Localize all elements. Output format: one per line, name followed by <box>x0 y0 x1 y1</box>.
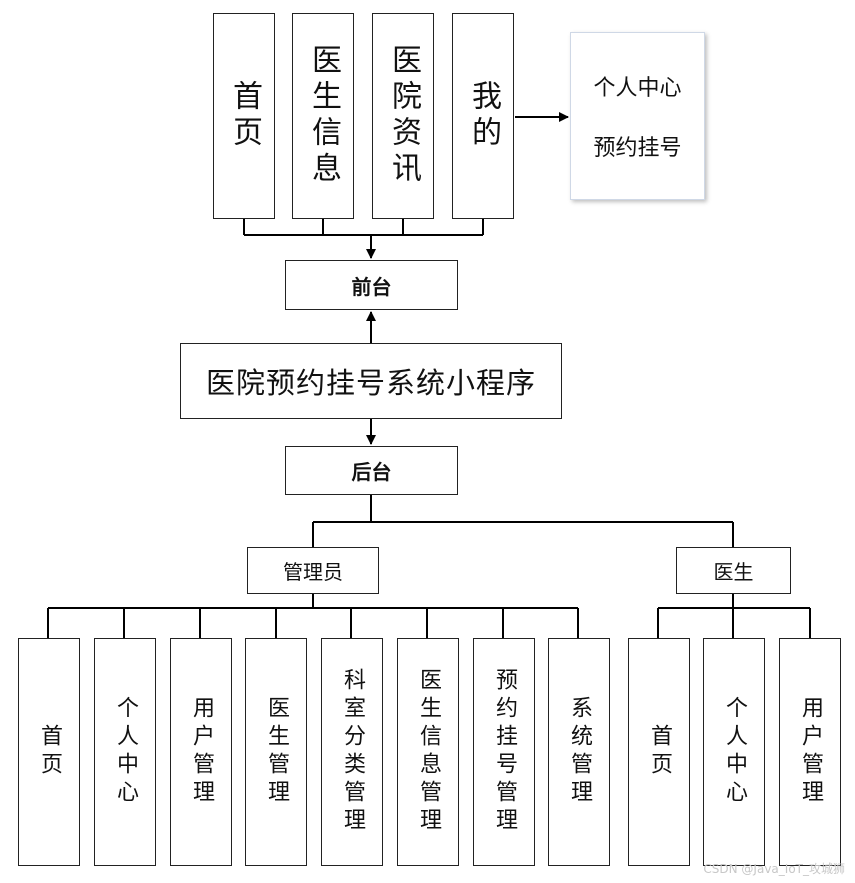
backend-node: 后台 <box>285 446 458 495</box>
admin-module-label: 系统管理 <box>567 696 592 808</box>
admin-module-personal-center: 个人中心 <box>94 638 156 866</box>
doctor-module-label: 个人中心 <box>722 696 747 808</box>
watermark: CSDN @Java_IoT_攻城狮 <box>703 862 845 876</box>
admin-module-label: 首页 <box>37 724 62 780</box>
admin-module-label: 医生信息管理 <box>416 668 441 836</box>
admin-module-home: 首页 <box>18 638 80 866</box>
frontend-tab-mine: 我的 <box>452 13 514 219</box>
doctor-module-label: 首页 <box>647 724 672 780</box>
system-title-node: 医院预约挂号系统小程序 <box>180 343 562 419</box>
admin-module-label: 预约挂号管理 <box>492 668 517 836</box>
admin-module-doctor-info-management: 医生信息管理 <box>397 638 459 866</box>
role-admin-label: 管理员 <box>283 560 343 584</box>
frontend-tab-hospital-news: 医院资讯 <box>372 13 434 219</box>
mine-submenu-callout: 个人中心 预约挂号 <box>570 32 705 200</box>
system-title: 医院预约挂号系统小程序 <box>205 366 536 400</box>
frontend-tab-label: 医院资讯 <box>386 44 421 188</box>
admin-module-user-management: 用户管理 <box>170 638 232 866</box>
frontend-tab-label: 我的 <box>466 80 501 152</box>
admin-module-department-management: 科室分类管理 <box>321 638 383 866</box>
mine-submenu-item: 预约挂号 <box>593 136 682 161</box>
backend-label: 后台 <box>351 460 392 484</box>
doctor-module-personal-center: 个人中心 <box>703 638 765 866</box>
frontend-tab-label: 首页 <box>227 80 262 152</box>
role-doctor-label: 医生 <box>713 560 754 584</box>
admin-module-appointment-management: 预约挂号管理 <box>473 638 535 866</box>
frontend-tab-label: 医生信息 <box>306 44 341 188</box>
doctor-module-user-management: 用户管理 <box>779 638 841 866</box>
admin-module-label: 用户管理 <box>189 696 214 808</box>
admin-module-label: 科室分类管理 <box>340 668 365 836</box>
mine-submenu-item: 个人中心 <box>593 76 682 101</box>
admin-module-label: 医生管理 <box>264 696 289 808</box>
doctor-module-home: 首页 <box>628 638 690 866</box>
admin-module-label: 个人中心 <box>113 696 138 808</box>
admin-module-system-management: 系统管理 <box>548 638 610 866</box>
admin-module-doctor-management: 医生管理 <box>245 638 307 866</box>
frontend-label: 前台 <box>351 274 392 299</box>
frontend-tab-home: 首页 <box>213 13 275 219</box>
role-admin-node: 管理员 <box>247 547 379 594</box>
frontend-tab-doctor-info: 医生信息 <box>292 13 354 219</box>
frontend-node: 前台 <box>285 260 458 310</box>
role-doctor-node: 医生 <box>676 547 791 594</box>
doctor-module-label: 用户管理 <box>798 696 823 808</box>
